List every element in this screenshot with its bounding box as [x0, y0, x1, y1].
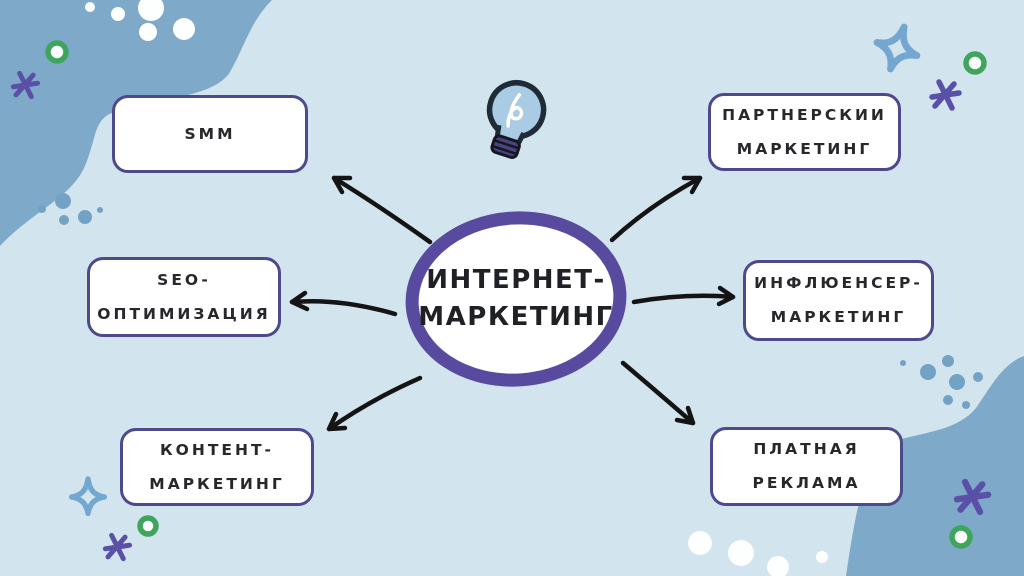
white-dots-top-left	[85, 0, 195, 41]
arrows	[289, 175, 736, 432]
background-blob-top-left	[0, 0, 272, 246]
sparkle-icon	[68, 23, 921, 517]
node-affiliate-marketing: ПАРТНЕРСКИИ МАРКЕТИНГ	[708, 93, 901, 171]
node-label: SMM	[184, 124, 236, 143]
node-seo: SEO- ОПТИМИЗАЦИЯ	[87, 257, 281, 337]
white-dots-bottom-center	[688, 531, 828, 576]
center-topic: ИНТЕРНЕТ- МАРКЕТИНГ	[408, 262, 624, 336]
arrow-to-content	[326, 375, 423, 432]
node-label: ОПТИМИЗАЦИЯ	[97, 304, 271, 323]
blue-dots-top-left	[38, 193, 103, 225]
node-label: SEO-	[157, 270, 211, 289]
arrow-to-smm	[331, 175, 433, 245]
node-label: МАРКЕТИНГ	[770, 308, 907, 326]
node-paid-ads: ПЛАТНАЯ РЕКЛАМА	[710, 427, 903, 506]
center-topic-line: МАРКЕТИНГ	[418, 302, 614, 332]
arrow-to-seo	[289, 290, 398, 317]
node-content-marketing: КОНТЕНТ- МАРКЕТИНГ	[120, 428, 314, 506]
center-topic-line: ИНТЕРНЕТ-	[426, 265, 606, 295]
lightbulb-icon	[486, 80, 547, 159]
node-label: РЕКЛАМА	[752, 474, 861, 492]
arrow-to-influencer	[631, 285, 736, 307]
center-ellipse	[405, 211, 627, 387]
background-blob-bottom-right	[846, 356, 1024, 576]
node-label: МАРКЕТИНГ	[149, 474, 285, 493]
ring-icon	[45, 40, 987, 549]
node-label: КОНТЕНТ-	[160, 440, 274, 459]
node-label: ПАРТНЕРСКИИ	[722, 105, 887, 124]
node-smm: SMM	[112, 95, 308, 173]
node-label: ИНФЛЮЕНСЕР-	[754, 274, 923, 293]
node-label: МАРКЕТИНГ	[736, 139, 873, 158]
asterisk-icon	[10, 70, 992, 562]
arrow-to-paid	[620, 360, 696, 426]
node-label: ПЛАТНАЯ	[753, 440, 860, 459]
node-influencer-marketing: ИНФЛЮЕНСЕР- МАРКЕТИНГ	[743, 260, 934, 341]
arrow-to-affiliate	[609, 175, 703, 243]
blue-dots-bottom-right	[900, 355, 983, 409]
